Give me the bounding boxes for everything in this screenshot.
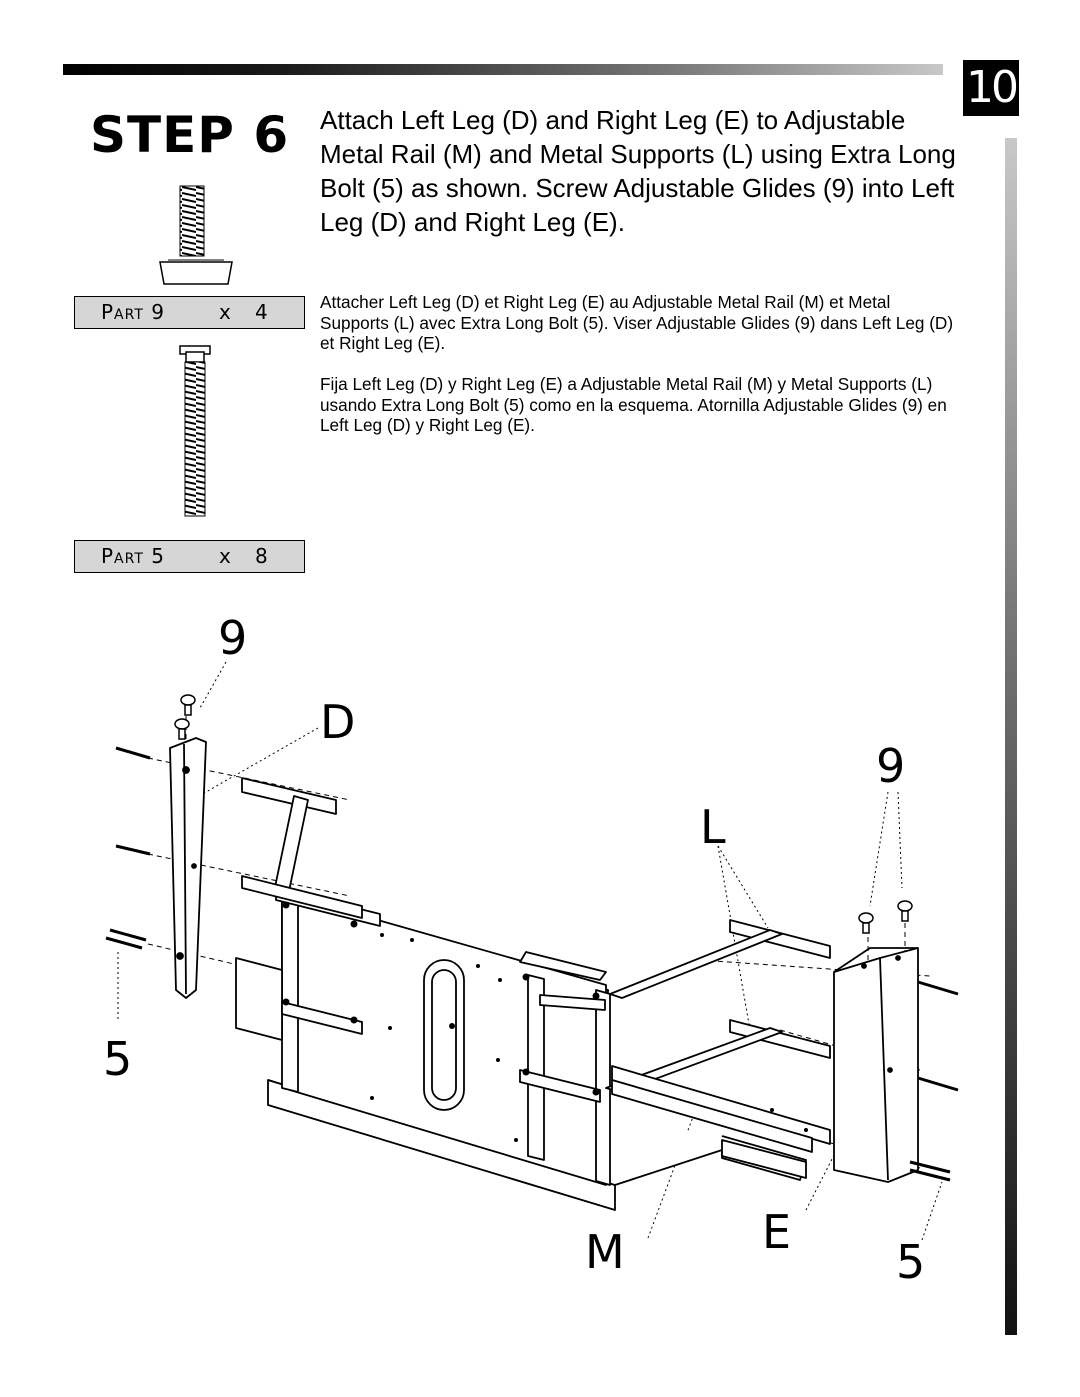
right-glides	[858, 900, 913, 934]
part-times: x	[219, 544, 231, 568]
instructions-english: Attach Left Leg (D) and Right Leg (E) to…	[320, 105, 956, 237]
page-number: 10	[963, 60, 1019, 116]
callout-glide-right: 9	[876, 739, 905, 793]
callout-leg-e: E	[762, 1205, 791, 1259]
leader-lines	[117, 661, 943, 1241]
part-quantity: 8	[255, 544, 268, 568]
step-title: STEP 6	[90, 106, 290, 164]
callout-bolt-left: 5	[103, 1032, 132, 1086]
right-leg-e	[833, 947, 919, 1183]
left-leg-d	[169, 737, 207, 999]
header-rule	[63, 64, 943, 75]
right-bolts	[909, 980, 959, 1182]
part-quantity: 4	[255, 300, 268, 324]
left-glides	[174, 694, 196, 740]
part-times: x	[219, 300, 231, 324]
part-5-label: Part 5 x 8	[74, 540, 305, 573]
callout-rail-m: M	[585, 1225, 625, 1279]
callout-leg-d: D	[320, 695, 355, 749]
callout-bolt-right: 5	[896, 1235, 925, 1289]
adjustable-glide-icon	[159, 185, 233, 285]
part-9-label: Part 9 x 4	[74, 296, 305, 329]
instructions-spanish: Fija Left Leg (D) y Right Leg (E) a Adju…	[320, 374, 947, 435]
extra-long-bolt-icon	[179, 345, 211, 517]
callout-supports-l: L	[700, 800, 726, 854]
callout-glide-left: 9	[218, 611, 247, 665]
side-rule	[1005, 138, 1017, 1335]
instructions-french: Attacher Left Leg (D) et Right Leg (E) a…	[320, 292, 954, 353]
frame-holes	[282, 901, 808, 1142]
part-name: Part 9	[101, 300, 165, 324]
frame-assembly	[235, 777, 831, 1211]
left-bolts	[105, 746, 151, 950]
part-name: Part 5	[101, 544, 165, 568]
